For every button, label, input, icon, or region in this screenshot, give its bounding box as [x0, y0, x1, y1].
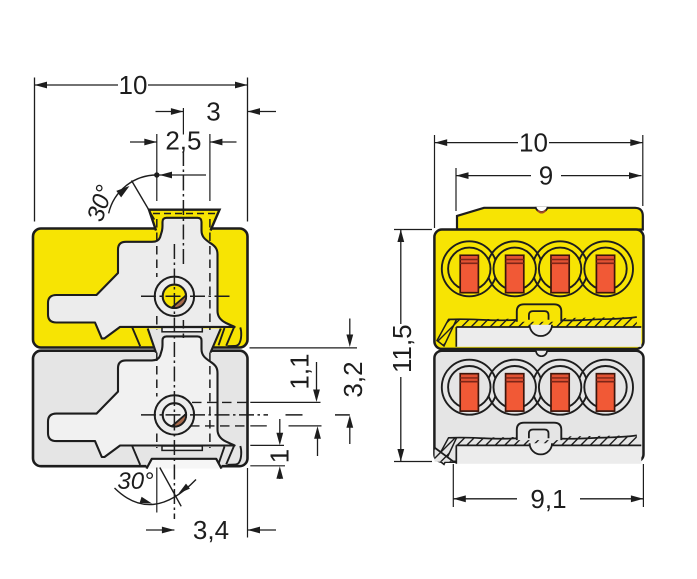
svg-text:9,1: 9,1 [530, 484, 566, 514]
svg-text:3,2: 3,2 [338, 361, 368, 397]
svg-text:10: 10 [119, 70, 148, 100]
svg-text:2,5: 2,5 [165, 126, 201, 156]
svg-text:1,1: 1,1 [285, 353, 315, 389]
svg-text:10: 10 [519, 128, 548, 158]
svg-text:1: 1 [265, 449, 295, 463]
svg-text:30°: 30° [117, 468, 154, 495]
svg-text:3: 3 [206, 97, 220, 127]
svg-text:3,4: 3,4 [193, 515, 229, 545]
svg-text:9: 9 [539, 161, 553, 191]
svg-text:11,5: 11,5 [387, 324, 417, 373]
